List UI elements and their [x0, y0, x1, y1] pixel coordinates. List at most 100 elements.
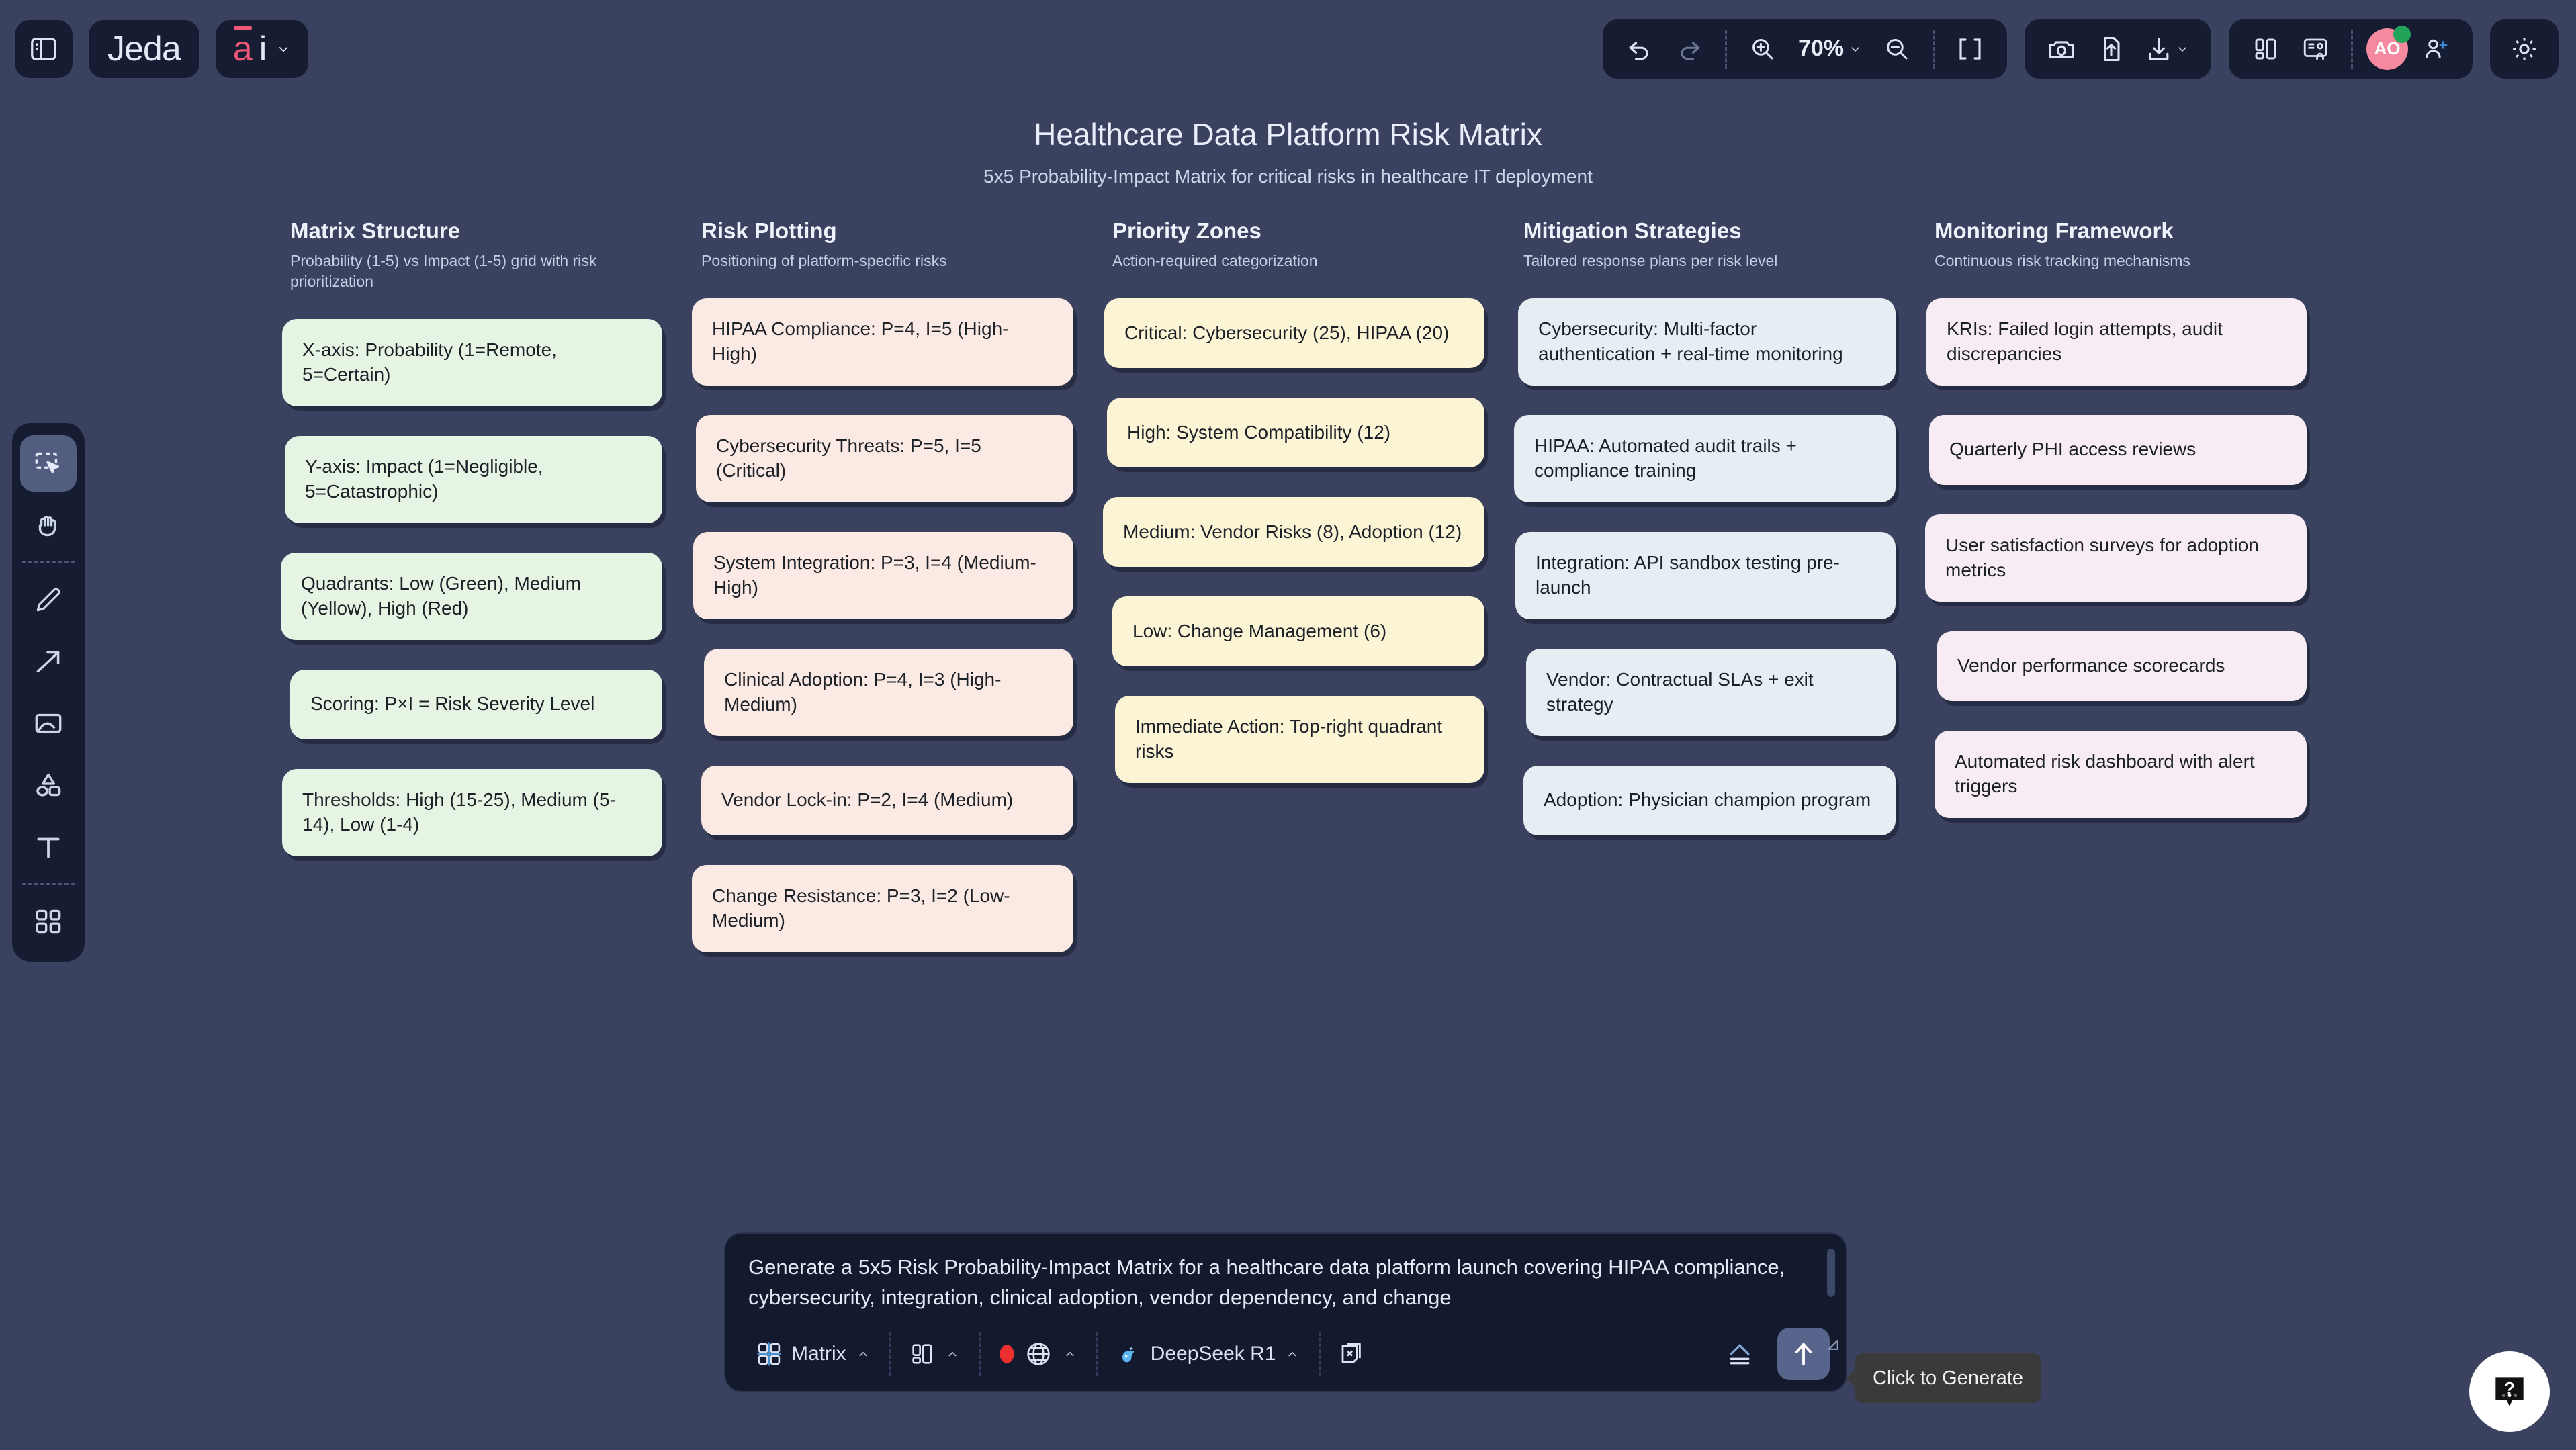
- clear-chat-button[interactable]: [1325, 1330, 1380, 1377]
- card-list: Critical: Cybersecurity (25), HIPAA (20)…: [1103, 298, 1484, 783]
- upload-file-button[interactable]: [2089, 27, 2133, 71]
- tooltip-text: Click to Generate: [1873, 1367, 2024, 1389]
- prompt-input[interactable]: Generate a 5x5 Risk Probability-Impact M…: [748, 1255, 1785, 1309]
- question-mark-icon: ?: [2489, 1371, 2530, 1412]
- pen-tool[interactable]: [20, 572, 77, 628]
- text-tool[interactable]: [20, 819, 77, 875]
- hand-tool[interactable]: [20, 497, 77, 553]
- presentation-button[interactable]: [2293, 27, 2338, 71]
- card[interactable]: Critical: Cybersecurity (25), HIPAA (20): [1104, 298, 1484, 369]
- card[interactable]: Scoring: P×I = Risk Severity Level: [290, 669, 662, 739]
- hand-icon: [32, 508, 65, 542]
- globe-icon: [1024, 1339, 1053, 1369]
- fit-to-screen-button[interactable]: [1948, 27, 1992, 71]
- presentation-icon: [2301, 35, 2329, 63]
- card[interactable]: System Integration: P=3, I=4 (Medium-Hig…: [693, 531, 1073, 619]
- card[interactable]: HIPAA Compliance: P=4, I=5 (High-High): [692, 298, 1073, 386]
- svg-text:?: ?: [2504, 1379, 2515, 1398]
- template-label: Matrix: [791, 1342, 846, 1365]
- screenshot-button[interactable]: [2039, 27, 2084, 71]
- card[interactable]: Immediate Action: Top-right quadrant ris…: [1115, 696, 1484, 783]
- zoom-toolbar-group: 70%: [1602, 19, 2007, 79]
- chevron-up-icon: [1061, 1348, 1079, 1360]
- card[interactable]: Integration: API sandbox testing pre-lau…: [1515, 531, 1896, 619]
- column-subtitle: Tailored response plans per risk level: [1523, 252, 1778, 269]
- card-list: HIPAA Compliance: P=4, I=5 (High-High) C…: [692, 298, 1073, 952]
- collaboration-toolbar-group: AO: [2229, 19, 2473, 79]
- image-icon: [32, 707, 65, 740]
- card[interactable]: Automated risk dashboard with alert trig…: [1935, 730, 2307, 818]
- select-tool[interactable]: [20, 435, 77, 492]
- settings-button[interactable]: [2502, 27, 2546, 71]
- card[interactable]: KRIs: Failed login attempts, audit discr…: [1926, 298, 2307, 386]
- arrow-icon: [32, 645, 65, 678]
- pencil-icon: [32, 583, 65, 617]
- zoom-level-selector[interactable]: 70%: [1790, 27, 1869, 71]
- card[interactable]: Medium: Vendor Risks (8), Adoption (12): [1103, 497, 1484, 568]
- prompt-scrollbar[interactable]: [1827, 1249, 1835, 1297]
- undo-button[interactable]: [1617, 27, 1662, 71]
- shapes-icon: [32, 768, 65, 802]
- layout-icon: [909, 1341, 936, 1367]
- card[interactable]: HIPAA: Automated audit trails + complian…: [1514, 414, 1896, 502]
- avatar[interactable]: AO: [2366, 25, 2411, 70]
- card[interactable]: Change Resistance: P=3, I=2 (Low-Medium): [692, 864, 1073, 952]
- card[interactable]: Vendor performance scorecards: [1937, 631, 2307, 701]
- card[interactable]: X-axis: Probability (1=Remote, 5=Certain…: [282, 319, 662, 406]
- download-icon: [2144, 34, 2174, 64]
- zoom-in-button[interactable]: [1740, 27, 1785, 71]
- card[interactable]: Low: Change Management (6): [1112, 596, 1484, 667]
- record-dot-icon: [998, 1343, 1016, 1365]
- brand-logo[interactable]: Jeda: [89, 19, 199, 78]
- avatar-initials: AO: [2374, 38, 2401, 58]
- card[interactable]: Cybersecurity Threats: P=5, I=5 (Critica…: [696, 414, 1073, 502]
- ai-label-a: a: [232, 26, 253, 69]
- template-selector[interactable]: Matrix: [742, 1330, 885, 1377]
- canvas: Healthcare Data Platform Risk Matrix 5x5…: [0, 97, 2576, 1450]
- column-risk-plotting: Risk Plotting Positioning of platform-sp…: [677, 218, 1088, 982]
- card[interactable]: Vendor: Contractual SLAs + exit strategy: [1526, 648, 1896, 736]
- card[interactable]: User satisfaction surveys for adoption m…: [1925, 514, 2307, 602]
- divider: [978, 1331, 981, 1376]
- divider: [889, 1331, 891, 1376]
- add-user-button[interactable]: [2413, 27, 2458, 71]
- card[interactable]: Quarterly PHI access reviews: [1929, 414, 2307, 485]
- help-button[interactable]: ?: [2469, 1351, 2550, 1432]
- column-priority-zones: Priority Zones Action-required categoriz…: [1088, 218, 1499, 982]
- page-subtitle: 5x5 Probability-Impact Matrix for critic…: [983, 166, 1593, 187]
- card[interactable]: Adoption: Physician champion program: [1523, 765, 1896, 835]
- card[interactable]: Vendor Lock-in: P=2, I=4 (Medium): [701, 765, 1073, 835]
- sidebar-panel-icon: [28, 34, 59, 64]
- card[interactable]: Y-axis: Impact (1=Negligible, 5=Catastro…: [285, 436, 662, 523]
- card-list: KRIs: Failed login attempts, audit discr…: [1925, 298, 2307, 818]
- zoom-in-icon: [1748, 35, 1777, 63]
- card[interactable]: High: System Compatibility (12): [1107, 398, 1484, 468]
- zoom-out-button[interactable]: [1875, 27, 1919, 71]
- card[interactable]: Thresholds: High (15-25), Medium (5-14),…: [282, 768, 662, 856]
- ai-label-i: i: [259, 29, 267, 69]
- card[interactable]: Quadrants: Low (Green), Medium (Yellow),…: [281, 552, 662, 640]
- card[interactable]: Clinical Adoption: P=4, I=3 (High-Medium…: [704, 648, 1073, 736]
- layout-selector[interactable]: [895, 1330, 975, 1377]
- card[interactable]: Cybersecurity: Multi-factor authenticati…: [1518, 298, 1896, 386]
- split-view-button[interactable]: [2244, 27, 2288, 71]
- arrow-tool[interactable]: [20, 633, 77, 690]
- download-button[interactable]: [2139, 27, 2196, 71]
- sidebar-toggle-button[interactable]: [15, 19, 73, 78]
- image-tool[interactable]: [20, 695, 77, 752]
- shapes-tool[interactable]: [20, 757, 77, 813]
- brand-name-text: Jeda: [107, 29, 181, 69]
- resize-handle-icon[interactable]: [1824, 1336, 1839, 1351]
- model-selector[interactable]: DeepSeek R1: [1102, 1330, 1315, 1377]
- web-search-selector[interactable]: [985, 1330, 1092, 1377]
- attach-button[interactable]: [1720, 1330, 1760, 1377]
- fit-to-screen-icon: [1956, 35, 1984, 63]
- send-button[interactable]: [1777, 1327, 1830, 1380]
- redo-button[interactable]: [1667, 27, 1712, 71]
- column-title: Priority Zones: [1112, 218, 1261, 243]
- grid-tool[interactable]: [20, 893, 77, 950]
- zoom-out-icon: [1883, 35, 1911, 63]
- column-title: Mitigation Strategies: [1523, 218, 1742, 243]
- prompt-toolbar: Matrix: [725, 1317, 1846, 1391]
